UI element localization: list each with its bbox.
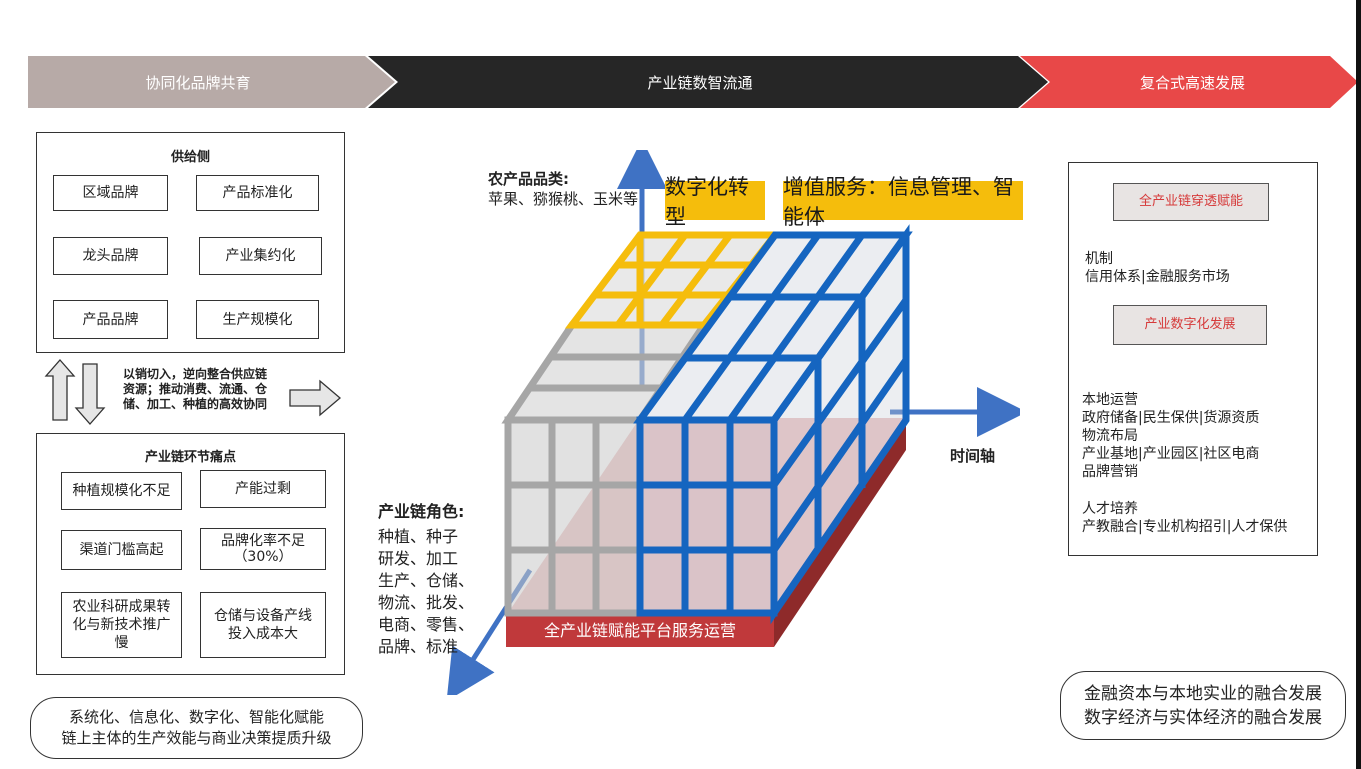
base-platform-front [506, 613, 774, 647]
bidirectional-arrows-icon [44, 359, 106, 425]
supply-item: 龙头品牌 [53, 237, 168, 275]
note-line: 储、加工、种植的高效协同 [123, 397, 268, 411]
time-axis-label: 时间轴 [950, 447, 996, 465]
local-operation-list: 政府储备|民生保供|货源资质 物流布局 产业基地|产业园区|社区电商 品牌营销 [1082, 409, 1259, 481]
pain-points-title: 产业链环节痛点 [144, 450, 236, 465]
development-panel [1068, 162, 1318, 556]
summary-line: 数字经济与实体经济的融合发展 [1084, 707, 1322, 728]
pain-line: 渠道门槛高起 [79, 542, 164, 558]
banner-1-shape [28, 56, 395, 108]
mechanism-title: 机制 [1085, 251, 1113, 267]
pain-line: （30%） [233, 549, 293, 565]
pain-line: 产能过剩 [235, 481, 291, 497]
summary-line: 金融资本与本地实业的融合发展 [1084, 683, 1322, 704]
role-line: 种植、种子 [378, 527, 459, 546]
banner-3-shape [1020, 56, 1358, 108]
local-line: 物流布局 [1082, 428, 1138, 444]
summary-line: 链上主体的生产效能与商业决策提质升级 [61, 729, 332, 747]
pain-line: 慢 [114, 635, 129, 651]
yellow-grid-block [564, 231, 783, 329]
blue-grid-block [633, 224, 913, 625]
scrollbar[interactable] [1356, 0, 1361, 769]
pain-item: 种植规模化不足 [61, 472, 182, 510]
full-chain-empowerment-button[interactable]: 全产业链穿透赋能 [1113, 183, 1269, 221]
base-platform-side [774, 418, 906, 647]
summary-line: 系统化、信息化、数字化、智能化赋能 [68, 708, 324, 726]
industry-chain-cube-diagram [446, 150, 1020, 695]
supply-side-title: 供给侧 [170, 150, 210, 165]
supply-item: 产品标准化 [196, 175, 319, 211]
product-category-title: 农产品品类: [488, 170, 569, 188]
supply-item: 产品品牌 [53, 300, 168, 339]
supply-item: 产业集约化 [199, 237, 322, 275]
pain-line: 品牌化率不足 [221, 533, 305, 549]
role-line: 物流、批发、 [378, 593, 475, 612]
pain-item: 渠道门槛高起 [61, 530, 182, 570]
banner-brand-cultivation: 协同化品牌共育 [145, 73, 251, 92]
banner-arrows [28, 56, 1358, 108]
role-line: 电商、零售、 [378, 615, 475, 634]
banner-high-speed-development: 复合式高速发展 [1139, 73, 1245, 92]
industry-digitalization-button[interactable]: 产业数字化发展 [1113, 305, 1267, 345]
banner-2-shape [368, 56, 1048, 108]
chain-roles-list: 种植、种子 研发、加工 生产、仓储、 物流、批发、 电商、零售、 品牌、标准 [378, 526, 474, 658]
pain-line: 种植规模化不足 [72, 483, 171, 499]
talent-title: 人才培养 [1082, 501, 1138, 517]
empowerment-summary: 系统化、信息化、数字化、智能化赋能 链上主体的生产效能与商业决策提质升级 [30, 697, 363, 759]
pain-item: 产能过剩 [200, 470, 326, 508]
pain-line: 仓储与设备产线 [214, 608, 312, 624]
value-added-services-tag: 增值服务：信息管理、智能体 [783, 175, 1023, 229]
local-operation-title: 本地运营 [1082, 392, 1138, 408]
pain-line: 化与新技术推广 [72, 617, 171, 633]
product-category-text: 苹果、猕猴桃、玉米等 [488, 190, 639, 208]
reverse-integration-note: 以销切入，逆向整合供应链 资源；推动消费、流通、仓 储、加工、种植的高效协同 [123, 367, 267, 412]
role-line: 研发、加工 [378, 549, 459, 568]
pain-line: 农业科研成果转 [72, 599, 171, 615]
supply-item: 生产规模化 [196, 300, 319, 339]
note-line: 资源；推动消费、流通、仓 [123, 382, 268, 396]
digital-transformation-tag: 数字化转型 [665, 175, 765, 229]
pain-item: 农业科研成果转 化与新技术推广 慢 [61, 592, 182, 658]
integration-summary: 金融资本与本地实业的融合发展 数字经济与实体经济的融合发展 [1060, 671, 1346, 740]
role-line: 品牌、标准 [378, 637, 459, 656]
supply-item: 区域品牌 [53, 175, 168, 211]
pain-item: 仓储与设备产线 投入成本大 [200, 592, 326, 658]
platform-service-label: 全产业链赋能平台服务运营 [543, 621, 736, 640]
pain-line: 投入成本大 [228, 626, 298, 642]
chain-roles-title: 产业链角色: [378, 502, 465, 521]
talent-text: 产教融合|专业机构招引|人才保供 [1082, 519, 1288, 535]
mechanism-text: 信用体系|金融服务市场 [1085, 269, 1230, 285]
local-line: 产业基地|产业园区|社区电商 [1082, 446, 1260, 462]
right-arrow-icon [289, 379, 342, 417]
note-line: 以销切入，逆向整合供应链 [123, 367, 268, 381]
role-line: 生产、仓储、 [378, 571, 475, 590]
banner-digital-circulation: 产业链数智流通 [647, 73, 753, 92]
pain-item: 品牌化率不足 （30%） [200, 528, 326, 570]
local-line: 政府储备|民生保供|货源资质 [1082, 410, 1260, 426]
local-line: 品牌营销 [1082, 464, 1138, 480]
